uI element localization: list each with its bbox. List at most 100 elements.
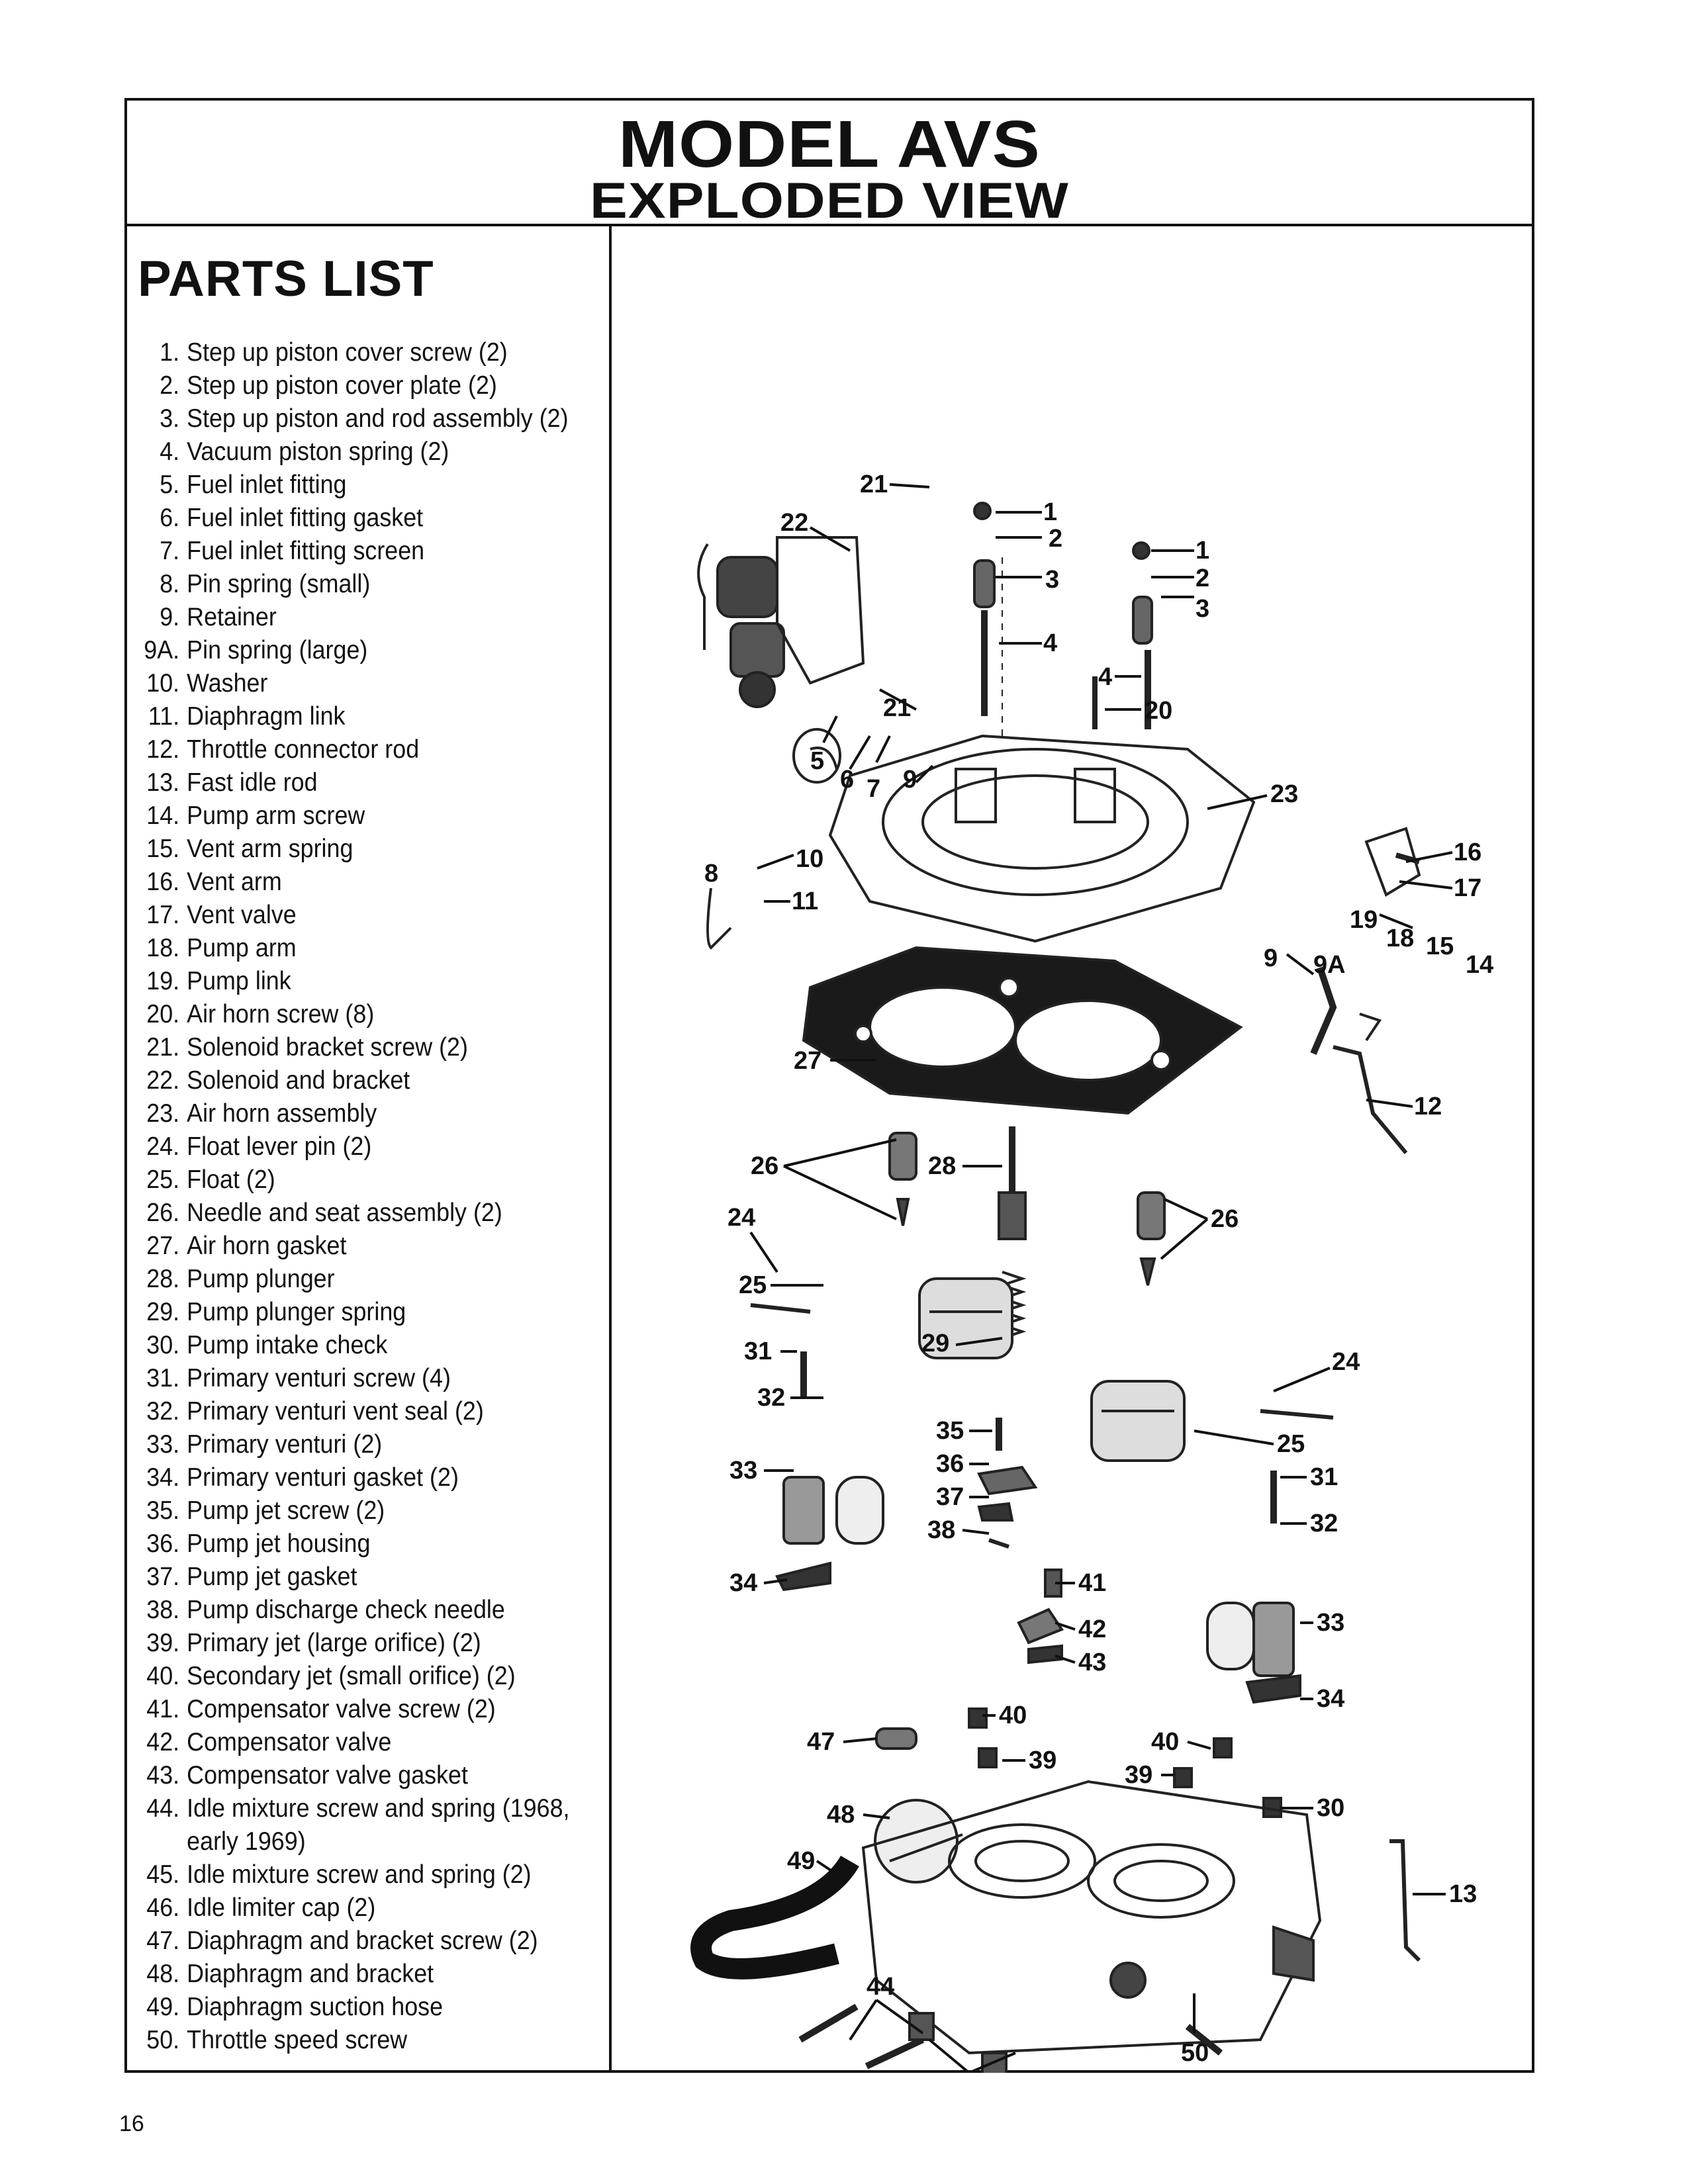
part-name: Pump jet housing xyxy=(187,1529,371,1558)
needle-seat-right xyxy=(1137,1191,1166,1286)
parts-list-item: 8.Pin spring (small) xyxy=(127,568,572,601)
float-left xyxy=(750,1277,1013,1359)
part-number: 38. xyxy=(146,1596,180,1624)
part-name: Pump jet gasket xyxy=(187,1563,357,1591)
part-name: Fuel inlet fitting screen xyxy=(187,537,425,565)
parts-list-item: 42.Compensator valve xyxy=(127,1726,572,1759)
callout-36: 36 xyxy=(936,1450,964,1478)
callout-27: 27 xyxy=(794,1047,821,1075)
callout-15: 15 xyxy=(1426,933,1454,960)
part-number: 22. xyxy=(146,1066,180,1095)
parts-list-item: 21.Solenoid bracket screw (2) xyxy=(127,1031,572,1064)
part-name: Pump plunger spring xyxy=(187,1298,406,1326)
parts-list-item: 23.Air horn assembly xyxy=(127,1097,572,1130)
part-number: 12. xyxy=(146,735,180,764)
callout-23: 23 xyxy=(1270,780,1298,808)
callout-5: 5 xyxy=(810,747,824,775)
primary-venturi-right xyxy=(1206,1471,1301,1704)
part-number: 29. xyxy=(146,1298,180,1326)
parts-list-item: 4.Vacuum piston spring (2) xyxy=(127,435,572,469)
parts-list-item: 11.Diaphragm link xyxy=(127,700,572,733)
parts-list-item: 5.Fuel inlet fitting xyxy=(127,469,572,502)
parts-list-heading: PARTS LIST xyxy=(138,251,434,307)
part-number: 50. xyxy=(146,2026,180,2054)
part-number: 18. xyxy=(146,934,180,962)
part-number: 48. xyxy=(146,1960,180,1988)
callout-34: 34 xyxy=(729,1569,757,1597)
part-name: Vent arm spring xyxy=(187,835,353,863)
part-name: Pump link xyxy=(187,967,291,995)
parts-list-item: 9.Retainer xyxy=(127,601,572,634)
parts-list-item: 33.Primary venturi (2) xyxy=(127,1428,572,1461)
parts-list-item: 3.Step up piston and rod assembly (2) xyxy=(127,402,572,435)
fast-idle-rod xyxy=(1389,1839,1421,1962)
part-name: Primary jet (large orifice) (2) xyxy=(187,1629,481,1657)
callout-34: 34 xyxy=(1317,1685,1344,1713)
part-number: 35. xyxy=(146,1496,180,1525)
part-name: Idle mixture screw and spring (1968, xyxy=(187,1794,570,1823)
throttle-connector-rod xyxy=(1333,1045,1408,1154)
callout-26: 26 xyxy=(1211,1205,1239,1233)
part-number: 39. xyxy=(146,1629,180,1657)
parts-list-item: 30.Pump intake check xyxy=(127,1329,572,1362)
part-name: Fuel inlet fitting gasket xyxy=(187,504,424,532)
callout-48: 48 xyxy=(827,1801,855,1829)
parts-list-item: 6.Fuel inlet fitting gasket xyxy=(127,502,572,535)
callout-9: 9 xyxy=(1264,944,1278,972)
callout-42: 42 xyxy=(1078,1615,1106,1643)
parts-list-item: 31.Primary venturi screw (4) xyxy=(127,1362,572,1395)
parts-list-panel: PARTS LIST 1.Step up piston cover screw … xyxy=(127,226,612,2073)
part-name: Idle limiter cap (2) xyxy=(187,1893,376,1922)
parts-list-item: 16.Vent arm xyxy=(127,866,572,899)
part-name: Washer xyxy=(187,669,268,698)
parts-list-item: 29.Pump plunger spring xyxy=(127,1296,572,1329)
compensator-valve xyxy=(1017,1569,1064,1664)
parts-list-item: 20.Air horn screw (8) xyxy=(127,998,572,1031)
part-number: 40. xyxy=(146,1662,180,1690)
callout-9: 9 xyxy=(903,766,917,794)
part-name: Primary venturi gasket (2) xyxy=(187,1463,459,1492)
callout-21: 21 xyxy=(860,471,888,498)
callout-24: 24 xyxy=(727,1204,755,1232)
callout-33: 33 xyxy=(729,1457,757,1484)
parts-list-item: 41.Compensator valve screw (2) xyxy=(127,1693,572,1726)
part-number: 21. xyxy=(146,1033,180,1062)
page-number: 16 xyxy=(119,2111,144,2136)
part-number: 3. xyxy=(160,404,180,433)
pump-jet-housing xyxy=(976,1418,1038,1549)
part-name: Vent arm xyxy=(187,868,282,896)
parts-list-item: 18.Pump arm xyxy=(127,932,572,965)
callout-28: 28 xyxy=(928,1152,956,1180)
part-number: 27. xyxy=(146,1232,180,1260)
part-number: 45. xyxy=(146,1860,180,1889)
callout-2: 2 xyxy=(1049,525,1062,553)
part-name: Vacuum piston spring (2) xyxy=(187,437,449,466)
part-number: 34. xyxy=(146,1463,180,1492)
callout-44: 44 xyxy=(867,1973,894,2001)
needle-seat-left xyxy=(888,1132,917,1226)
part-name: Pin spring (large) xyxy=(187,636,368,664)
pump-plunger xyxy=(998,1126,1027,1340)
callout-32: 32 xyxy=(1310,1510,1338,1537)
parts-list-item: 45.Idle mixture screw and spring (2) xyxy=(127,1858,572,1891)
parts-list-item: 39.Primary jet (large orifice) (2) xyxy=(127,1627,572,1660)
part-number: 19. xyxy=(146,967,180,995)
part-number: 13. xyxy=(146,768,180,797)
parts-list-item: 15.Vent arm spring xyxy=(127,833,572,866)
part-name: Compensator valve gasket xyxy=(187,1761,468,1790)
secondary-jet-left xyxy=(968,1707,988,1729)
part-number: 23. xyxy=(146,1099,180,1128)
parts-list-item: 36.Pump jet housing xyxy=(127,1527,572,1561)
air-horn-gasket xyxy=(802,946,1243,1115)
callout-50: 50 xyxy=(1181,2039,1209,2067)
part-name: Air horn screw (8) xyxy=(187,1000,375,1028)
carburetor-drawing xyxy=(690,502,1421,2073)
part-number: 20. xyxy=(146,1000,180,1028)
throttle-body xyxy=(861,1780,1322,2056)
part-name: Pump plunger xyxy=(187,1265,335,1293)
callout-35: 35 xyxy=(936,1417,964,1445)
callout-4: 4 xyxy=(1098,663,1112,691)
callout-1: 1 xyxy=(1043,498,1057,526)
parts-list-item: 22.Solenoid and bracket xyxy=(127,1064,572,1097)
parts-list-item: 47.Diaphragm and bracket screw (2) xyxy=(127,1925,572,1958)
